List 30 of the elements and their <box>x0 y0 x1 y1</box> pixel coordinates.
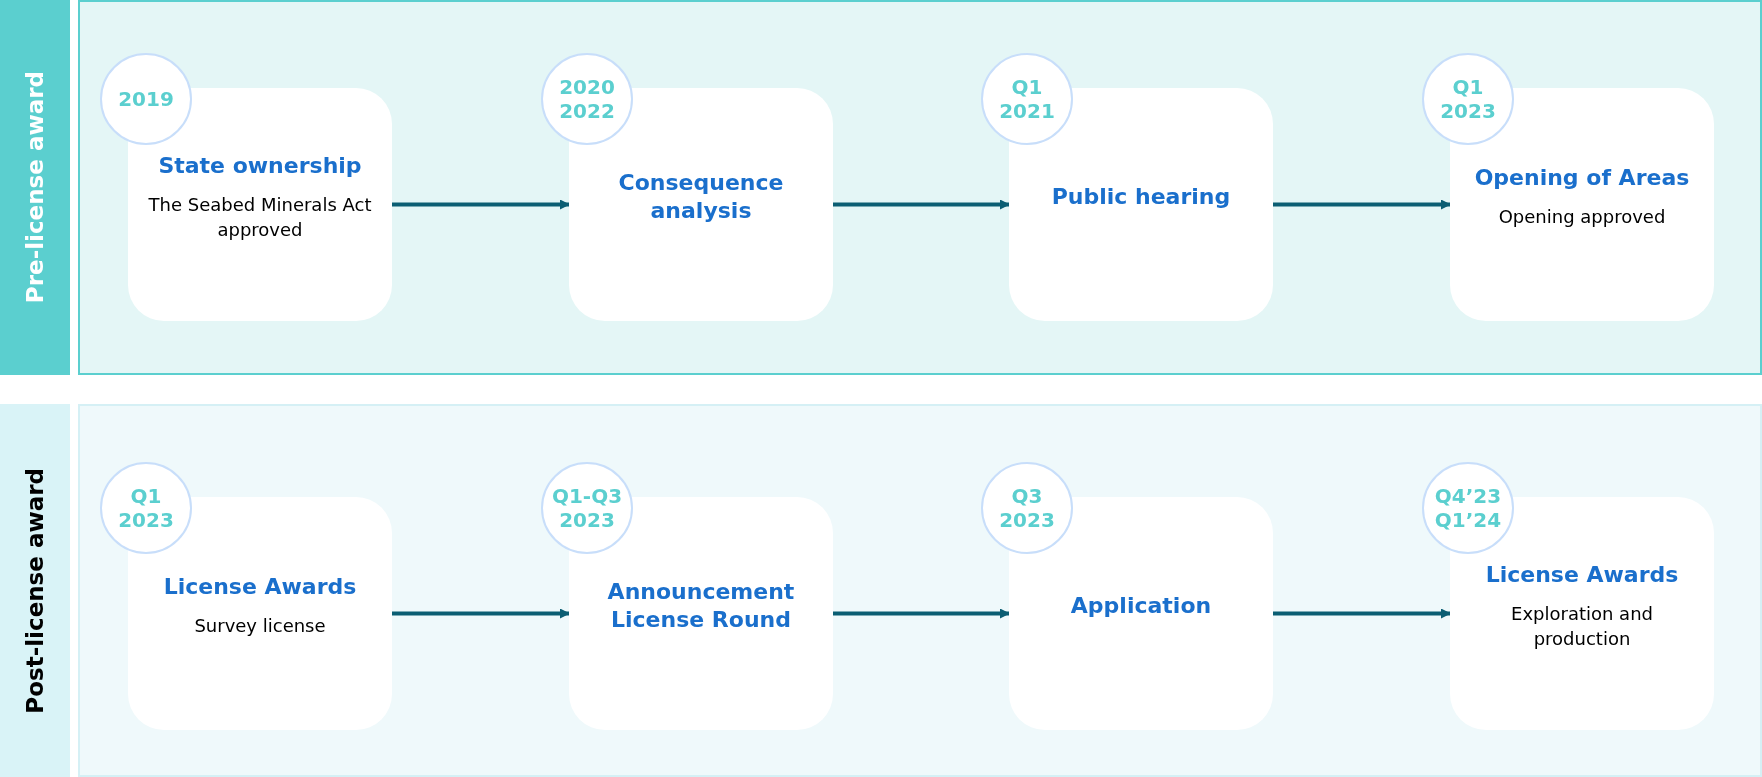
step-title: License Awards <box>1485 560 1679 589</box>
step-description: Survey license <box>194 614 326 638</box>
step-description: Exploration and production <box>1510 601 1654 651</box>
section-band <box>0 404 70 777</box>
date-label: Q1 2023 <box>117 484 175 532</box>
step-description: Opening approved <box>1498 205 1666 229</box>
arrow <box>1273 608 1451 619</box>
date-label: 2019 <box>117 87 175 111</box>
step-title: Application <box>1070 591 1212 620</box>
arrow <box>1273 199 1451 210</box>
date-label: 2020 2022 <box>558 75 616 123</box>
step-title: State ownership <box>158 151 362 180</box>
arrow <box>833 608 1010 619</box>
arrow <box>392 608 570 619</box>
date-label: Q1-Q3 2023 <box>551 484 623 532</box>
step-description: The Seabed Minerals Act approved <box>148 192 372 242</box>
section-label: Pre-license award <box>20 71 49 304</box>
step-title: License Awards <box>163 573 357 601</box>
step-title: Consequence analysis <box>617 168 785 225</box>
date-label: Q4’23 Q1’24 <box>1433 484 1503 532</box>
date-label: Q3 2023 <box>998 484 1056 532</box>
section-band <box>0 0 70 375</box>
step-title: Public hearing <box>1051 182 1231 211</box>
arrow <box>392 199 570 210</box>
section-label: Post-license award <box>20 467 49 714</box>
date-label: Q1 2021 <box>998 75 1056 123</box>
date-label: Q1 2023 <box>1439 75 1497 123</box>
step-title: Opening of Areas <box>1474 164 1690 192</box>
step-title: Announcement License Round <box>606 577 796 634</box>
arrow <box>833 199 1010 210</box>
